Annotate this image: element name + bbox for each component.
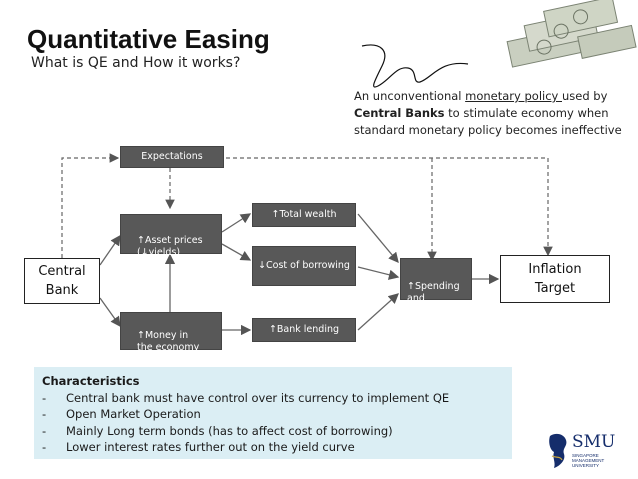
smu-subtext: SINGAPORE MANAGEMENT UNIVERSITY [572, 453, 605, 468]
callout-suffix: to stimulate economy when standard monet… [354, 106, 622, 137]
callout-prefix: An unconventional [354, 89, 466, 103]
spending-income-box: ↑Spending and income [400, 258, 472, 316]
characteristics-heading: Characteristics [42, 374, 140, 388]
bank-lending-box: ↑Bank lending [252, 318, 356, 342]
pointer-squiggle [361, 44, 469, 88]
spending-income-label: ↑Spending and income [407, 281, 460, 316]
money-in-economy-label: ↑Money in the economy [137, 330, 200, 353]
smu-logo: SMU SINGAPORE MANAGEMENT UNIVERSITY [546, 432, 638, 472]
cost-of-borrowing-label: ↓Cost of borrowing [258, 260, 350, 271]
inflation-target-label: Inflation Target [528, 262, 582, 296]
total-wealth-box: ↑Total wealth [252, 203, 356, 227]
total-wealth-label: ↑Total wealth [271, 209, 337, 220]
callout-monetary-policy: monetary policy [465, 89, 562, 103]
callout-mid: used by [562, 89, 608, 103]
smu-wordmark: SMU [572, 432, 616, 452]
cost-of-borrowing-box: ↓Cost of borrowing [252, 246, 356, 286]
characteristics-list: Central bank must have control over its … [42, 390, 504, 456]
central-bank-box: Central Bank [24, 258, 100, 304]
money-in-economy-box: ↑Money in the economy [120, 312, 222, 353]
asset-prices-box: ↑Asset prices (↓yields) [120, 214, 222, 258]
characteristic-item: Mainly Long term bonds (has to affect co… [42, 423, 504, 440]
callout-central-banks: Central Banks [354, 106, 445, 120]
slide-title: Quantitative Easing [27, 24, 270, 54]
expectations-box: Expectations [120, 146, 224, 168]
characteristic-item: Central bank must have control over its … [42, 390, 504, 407]
definition-callout: An unconventional monetary policy used b… [354, 88, 624, 139]
money-illustration [506, 0, 637, 68]
inflation-target-box: Inflation Target [500, 255, 610, 303]
slide-subtitle: What is QE and How it works? [31, 55, 241, 71]
central-bank-label: Central Bank [38, 264, 86, 298]
bank-lending-label: ↑Bank lending [268, 324, 340, 335]
asset-prices-label: ↑Asset prices (↓yields) [137, 235, 203, 258]
lion-emblem-icon [549, 433, 567, 468]
characteristics-panel: Characteristics Central bank must have c… [34, 367, 512, 459]
expectations-label: Expectations [141, 151, 203, 162]
characteristic-item: Lower interest rates further out on the … [42, 439, 504, 456]
characteristic-item: Open Market Operation [42, 406, 504, 423]
